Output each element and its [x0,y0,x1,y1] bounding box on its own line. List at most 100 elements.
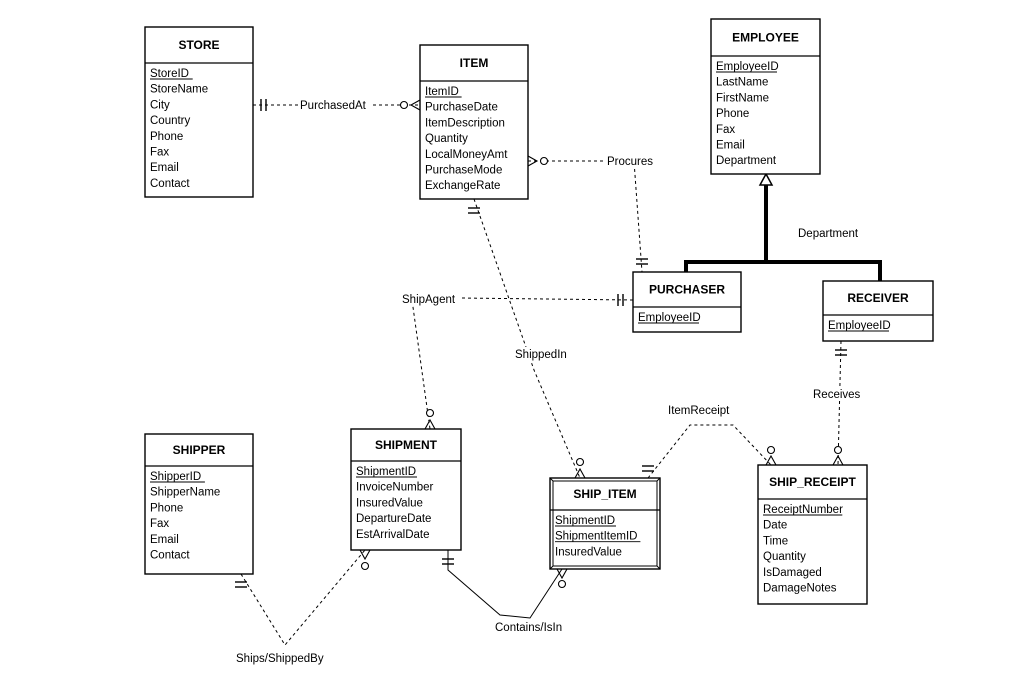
entity-attribute: ItemDescription [425,117,505,129]
entity-item[interactable]: ITEMItemIDPurchaseDateItemDescriptionQua… [419,44,529,200]
entity-attribute: EmployeeID [716,61,779,73]
label-background [513,347,573,361]
entity-attribute: DamageNotes [763,583,837,595]
entity-attribute: Contact [150,178,190,190]
entity-attribute: LastName [716,77,768,89]
shipped-in-line [473,198,581,479]
ship-receipt-many-mark [832,454,844,466]
entities: STOREStoreIDStoreNameCityCountryPhoneFax… [144,18,934,605]
entity-attribute: Country [150,115,191,127]
entity-box [350,428,462,551]
ship-item-zero-mark [575,457,585,467]
entity-attribute: ShipmentID [356,466,416,478]
label-background [605,154,659,168]
ships-shipped-by-line [240,549,366,646]
label-background [400,292,460,306]
inheritance-arrow-icon [758,172,774,186]
relationship-label-purchased-at: PurchasedAt [300,100,367,112]
ship-item-many-mark [574,467,586,479]
entity-box [632,271,742,333]
entity-attribute: Fax [150,518,169,530]
entity-store[interactable]: STOREStoreIDStoreNameCityCountryPhoneFax… [144,26,254,198]
relationship-label-procures: Procures [607,156,653,168]
entity-shipper[interactable]: SHIPPERShipperIDShipperNamePhoneFaxEmail… [144,433,254,575]
ship-agent-line [411,297,634,430]
entity-shipment[interactable]: SHIPMENT ShipmentID InvoiceNumberInsuredVa… [350,428,462,551]
label-background [298,98,371,112]
ship-item-many-mark [556,568,568,580]
entity-box [757,464,868,605]
shipment-many-mark [359,549,371,561]
entity-attribute: Fax [716,124,735,136]
entity-ship-item[interactable]: SHIP_ITEMShipmentIDShipmentItemIDInsured… [549,477,661,570]
entity-title: RECEIVER [847,291,909,305]
entity-box [419,44,529,200]
label-background [234,651,331,665]
relationship-label-receives: Receives [813,389,861,401]
ship-item-zero-mark [557,579,567,589]
entity-box [822,280,934,342]
entity-attribute: Department [716,155,777,167]
shipment-zero-mark [425,408,435,418]
entity-attribute: EmployeeID [828,320,891,332]
entity-attribute: Time [763,535,788,547]
entity-attribute: Phone [150,502,183,514]
weak-entity-corner [656,477,661,482]
item-zero-mark [399,100,409,110]
shipment-many-mark [424,418,436,430]
entity-attribute: InsuredValue [356,497,423,509]
entity-title: SHIPMENT [375,438,438,452]
weak-entity-inner-border [552,480,658,567]
entity-attribute: IsDamaged [763,567,822,579]
entity-title: STORE [178,38,219,52]
contains-is-in-line [447,550,563,619]
item-many-mark [527,155,539,167]
label-background [811,387,865,401]
entity-attribute: Quantity [425,133,468,145]
relationship-label-department: Department [798,228,859,240]
procures-line [528,160,643,273]
relationship-label-ship-agent: ShipAgent [402,294,456,306]
shipment-zero-mark [360,561,370,571]
entity-ship-receipt[interactable]: SHIP_RECEIPTReceiptNumberDateTimeQuantit… [757,464,868,605]
relationship-lines [235,99,882,646]
ship-receipt-many-mark [765,454,777,466]
entity-attribute: ReceiptNumber [763,504,843,516]
weak-entity-corner [549,565,554,570]
label-background [796,226,862,240]
entity-attribute: StoreID [150,68,189,80]
entity-box [144,433,254,575]
entity-attribute: City [150,99,170,111]
item-many-mark [409,99,421,111]
entity-attribute: Email [150,162,179,174]
entity-attribute: InvoiceNumber [356,482,434,494]
entity-attribute: Email [150,534,179,546]
entity-attribute: StoreName [150,84,208,96]
entity-attribute: PurchaseDate [425,102,498,114]
ship-receipt-zero-mark [833,445,843,455]
relationship-label-contains-is-in: Contains/IsIn [495,622,562,634]
label-background [666,403,739,417]
entity-attribute: LocalMoneyAmt [425,149,508,161]
entity-attribute: DepartureDate [356,513,431,525]
entity-attribute: InsuredValue [555,546,622,558]
entity-box [549,477,661,570]
entity-attribute: Email [716,140,745,152]
entity-employee[interactable]: EMPLOYEEEmployeeIDLastNameFirstNamePhone… [710,18,821,175]
weak-entity-corner [549,477,554,482]
relationship-label-item-receipt: ItemReceipt [668,405,730,417]
weak-entity-corner [656,565,661,570]
entity-title: EMPLOYEE [732,31,799,45]
entity-attribute: ItemID [425,86,459,98]
receives-line [837,340,842,466]
item-receipt-line [647,424,772,479]
entity-title: SHIP_RECEIPT [769,475,856,489]
entity-title: SHIPPER [173,443,226,457]
entity-attribute: ShipperName [150,487,220,499]
entity-box [144,26,254,198]
department-connector [684,260,882,281]
entity-attribute: PurchaseMode [425,165,502,177]
entity-receiver[interactable]: RECEIVER EmployeeID [822,280,934,342]
